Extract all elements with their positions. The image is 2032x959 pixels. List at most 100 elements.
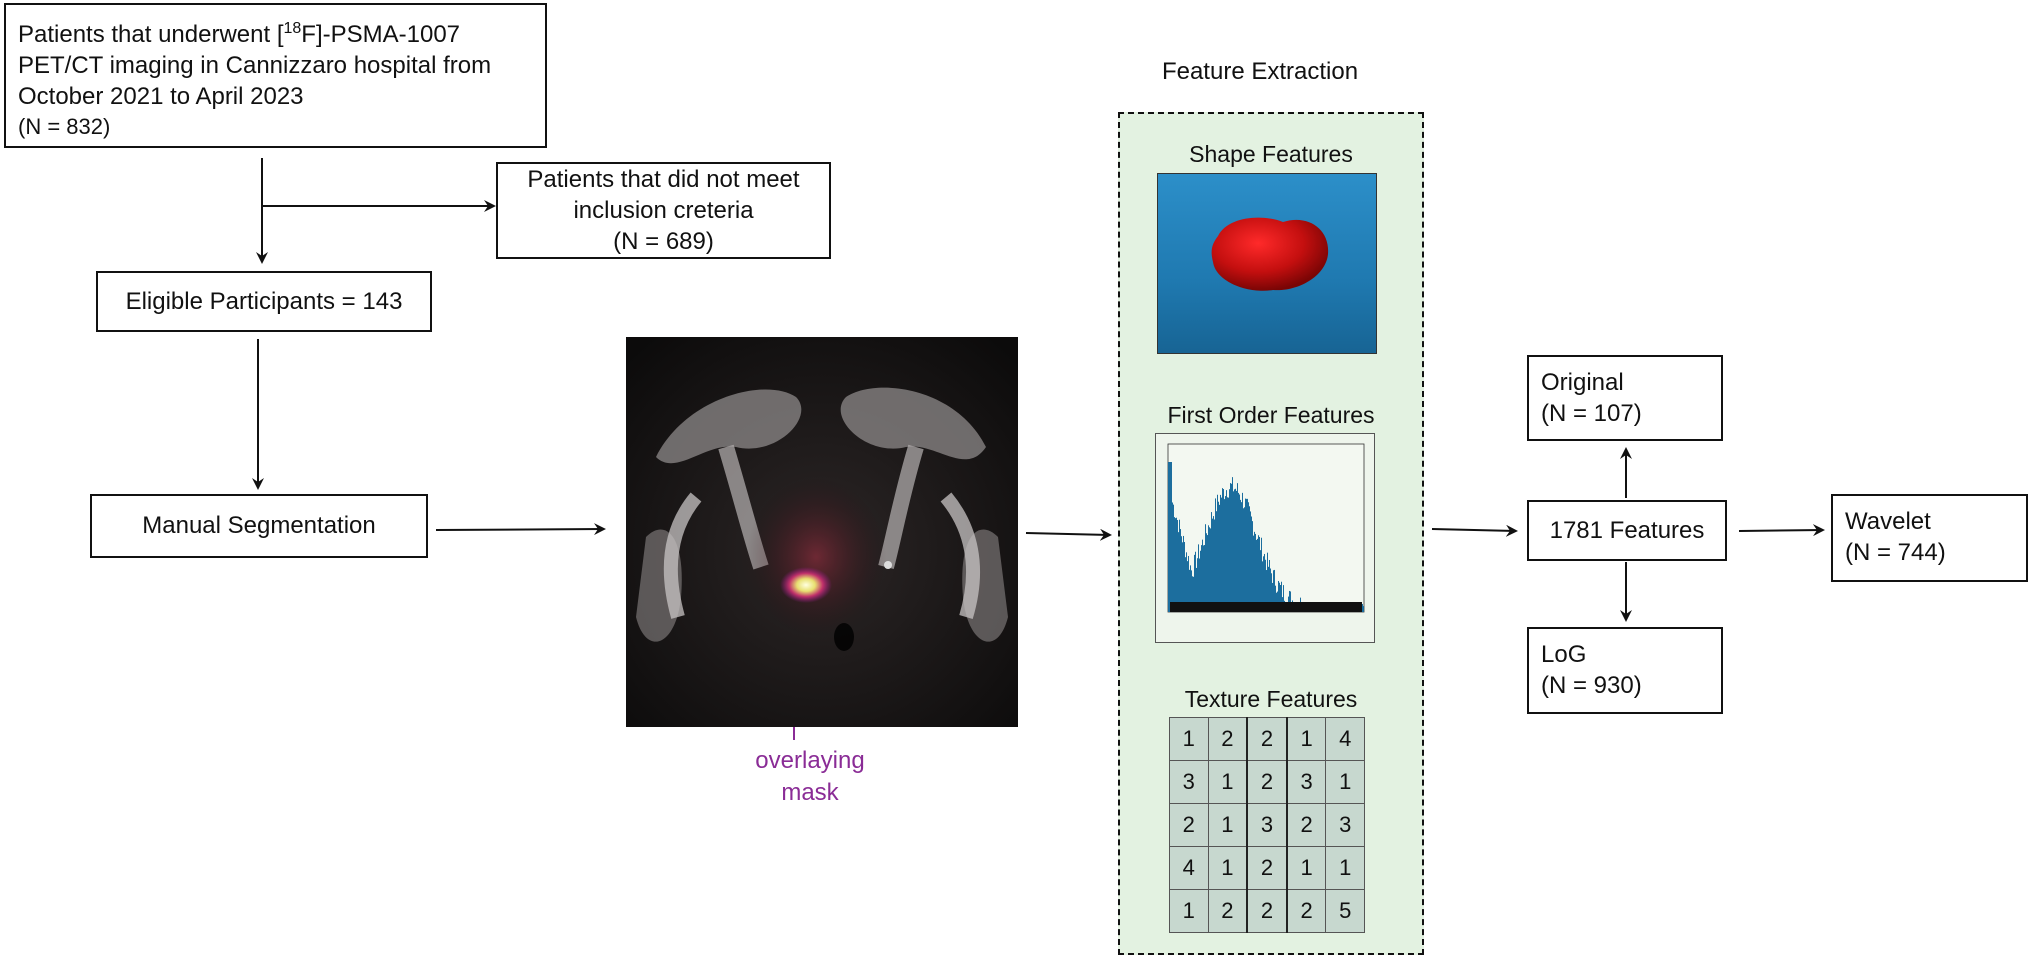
- histogram-bar: [1209, 527, 1210, 612]
- histogram-bar: [1186, 552, 1187, 612]
- histogram-bar: [1181, 536, 1182, 612]
- histogram-bar: [1198, 544, 1199, 612]
- histogram-bar: [1219, 504, 1220, 612]
- mask-label-line-1: overlaying: [755, 747, 865, 774]
- wavelet-box: Wavelet (N = 744): [1831, 494, 2028, 582]
- original-count: (N = 107): [1541, 400, 1642, 428]
- histogram-bar: [1238, 492, 1239, 612]
- histogram-bar: [1214, 519, 1215, 612]
- histogram-bar: [1261, 537, 1262, 612]
- histogram-bar: [1266, 570, 1267, 612]
- total-features-box: 1781 Features: [1527, 500, 1727, 561]
- histogram-bar: [1193, 576, 1194, 612]
- histogram-bar: [1274, 569, 1275, 612]
- tumor-shape-drawing: [1211, 217, 1329, 291]
- histogram-bar: [1280, 584, 1281, 612]
- texture-cell: 3: [1286, 760, 1327, 804]
- start-line-4: (N = 832): [18, 113, 111, 139]
- histogram-bar: [1210, 528, 1211, 612]
- histogram-bar: [1283, 585, 1284, 612]
- arrow-segmentation-to-image: [435, 523, 606, 536]
- histogram-bar: [1217, 494, 1218, 612]
- histogram-bar: [1248, 502, 1249, 612]
- histogram-bar: [1212, 518, 1213, 612]
- texture-cell: 5: [1325, 889, 1365, 933]
- histogram-bar: [1272, 582, 1273, 612]
- histogram-bar: [1257, 538, 1258, 612]
- histogram-bar: [1254, 531, 1255, 612]
- texture-cell: 1: [1207, 760, 1248, 804]
- histogram-bar: [1175, 518, 1176, 612]
- histogram-bar: [1231, 483, 1232, 612]
- histogram-bar: [1203, 545, 1204, 612]
- mask-label: overlaying mask: [740, 745, 880, 810]
- texture-cell: 1: [1207, 846, 1248, 890]
- log-count: (N = 930): [1541, 672, 1642, 700]
- pet-ct-drawing: [626, 337, 1018, 727]
- histogram-bar: [1275, 585, 1276, 612]
- histogram-bar: [1192, 576, 1193, 612]
- shape-features-label: Shape Features: [1189, 141, 1353, 167]
- texture-cell: 3: [1325, 803, 1365, 847]
- histogram-bar: [1225, 496, 1226, 612]
- histogram-bar: [1234, 489, 1235, 612]
- excluded-box: Patients that did not meet inclusion cre…: [496, 162, 831, 259]
- histogram-bar: [1281, 581, 1282, 612]
- texture-cell: 1: [1325, 846, 1365, 890]
- histogram-bar: [1202, 539, 1203, 612]
- histogram-bar: [1241, 502, 1242, 612]
- texture-cell: 3: [1169, 760, 1209, 804]
- histogram-bar: [1239, 494, 1240, 612]
- histogram-bar: [1220, 494, 1221, 612]
- histogram-bar: [1260, 550, 1261, 612]
- histogram-bar: [1168, 462, 1169, 612]
- histogram-bar: [1183, 535, 1184, 612]
- histogram-bar: [1182, 542, 1183, 612]
- texture-cell: 1: [1325, 760, 1365, 804]
- excluded-line-3: (N = 689): [613, 228, 714, 256]
- histogram-bar: [1226, 490, 1227, 612]
- histogram-bar: [1194, 554, 1195, 612]
- histogram-bar: [1184, 541, 1185, 612]
- histogram-bar: [1245, 498, 1246, 612]
- histogram-bar: [1196, 567, 1197, 612]
- histogram-bar: [1201, 545, 1202, 612]
- histogram-bar: [1269, 559, 1270, 612]
- histogram-bar: [1246, 498, 1247, 612]
- arrow-total-to-wavelet: [1738, 524, 1825, 537]
- histogram-bar: [1265, 559, 1266, 612]
- shape-features-image: [1157, 173, 1377, 354]
- total-features-label: 1781 Features: [1549, 516, 1705, 544]
- histogram-bar: [1191, 570, 1192, 612]
- histogram-bar: [1244, 507, 1245, 612]
- texture-cell: 1: [1286, 717, 1327, 761]
- start-cohort-box: Patients that underwent [18F]-PSMA-1007 …: [4, 3, 547, 148]
- texture-cell: 2: [1207, 717, 1248, 761]
- histogram-bar: [1205, 524, 1206, 612]
- texture-cell: 2: [1207, 889, 1248, 933]
- histogram-bar: [1180, 529, 1181, 612]
- texture-cell: 2: [1246, 846, 1288, 890]
- start-line-3: October 2021 to April 2023: [18, 83, 304, 111]
- histogram-bar: [1177, 520, 1178, 612]
- eligible-label: Eligible Participants = 143: [125, 287, 403, 315]
- histogram-image: [1155, 433, 1375, 643]
- histogram-bar: [1169, 462, 1170, 612]
- histogram-bar: [1171, 462, 1172, 612]
- histogram-bar: [1200, 550, 1201, 612]
- histogram-bar: [1224, 499, 1225, 612]
- texture-features-label: Texture Features: [1184, 686, 1358, 712]
- histogram-bar: [1170, 462, 1171, 612]
- histogram-bar: [1249, 506, 1250, 612]
- histogram-bar: [1277, 591, 1278, 612]
- histogram-bar: [1189, 569, 1190, 612]
- histogram-bar: [1263, 556, 1264, 612]
- histogram-bar: [1174, 517, 1175, 612]
- texture-cell: 3: [1246, 803, 1288, 847]
- texture-cell: 2: [1246, 717, 1288, 761]
